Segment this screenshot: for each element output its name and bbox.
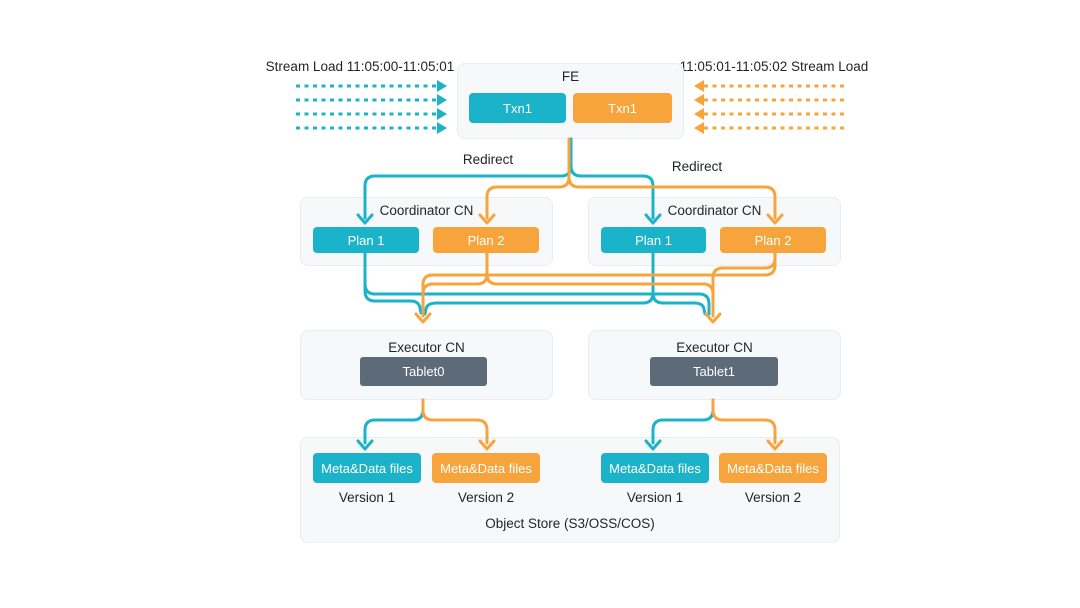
- arrow-left-icon: [694, 122, 704, 134]
- stream-load-left-label: Stream Load 11:05:00-11:05:01: [265, 59, 455, 74]
- coordinator-title-left: Coordinator CN: [379, 203, 474, 218]
- arrow-right-icon: [437, 94, 447, 106]
- plan1-right-chip: Plan 1: [601, 227, 706, 253]
- fe-title: FE: [561, 69, 580, 84]
- version-label-4: Version 2: [744, 490, 802, 505]
- executor-title-left: Executor CN: [388, 340, 465, 355]
- arrow-left-icon: [694, 80, 704, 92]
- meta-data-files-chip-2: Meta&Data files: [432, 453, 540, 483]
- meta-data-files-chip-3: Meta&Data files: [601, 453, 709, 483]
- arrow-right-icon: [437, 122, 447, 134]
- arrow-left-icon: [694, 108, 704, 120]
- tablet0-chip: Tablet0: [360, 357, 487, 386]
- plan1-left-chip: Plan 1: [313, 227, 419, 253]
- meta-data-files-chip-1: Meta&Data files: [313, 453, 421, 483]
- arrow-right-icon: [437, 80, 447, 92]
- arrow-left-icon: [694, 94, 704, 106]
- plan2-left-chip: Plan 2: [433, 227, 539, 253]
- redirect-right-label: Redirect: [671, 159, 723, 174]
- stream-load-dashed-arrows-left: [296, 80, 447, 134]
- version-label-3: Version 1: [626, 490, 684, 505]
- txn1-teal-chip: Txn1: [469, 93, 566, 123]
- executor-title-right: Executor CN: [676, 340, 753, 355]
- coordinator-title-right: Coordinator CN: [667, 203, 762, 218]
- arrow-down-icon: [414, 312, 432, 324]
- object-store-title: Object Store (S3/OSS/COS): [485, 516, 655, 531]
- txn1-orange-chip: Txn1: [573, 93, 672, 123]
- redirect-left-label: Redirect: [462, 152, 514, 167]
- stream-load-dashed-arrows-right: [694, 80, 845, 134]
- arrow-right-icon: [437, 108, 447, 120]
- arrow-down-icon: [704, 312, 722, 324]
- plan2-right-chip: Plan 2: [720, 227, 826, 253]
- tablet1-chip: Tablet1: [650, 357, 778, 386]
- meta-data-files-chip-4: Meta&Data files: [719, 453, 827, 483]
- version-label-2: Version 2: [457, 490, 515, 505]
- version-label-1: Version 1: [338, 490, 396, 505]
- stream-load-right-label: 11:05:01-11:05:02 Stream Load: [679, 59, 869, 74]
